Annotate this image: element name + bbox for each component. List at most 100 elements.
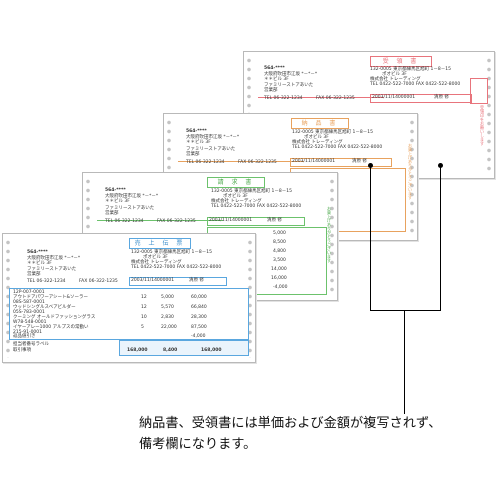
side-amount: 16,000 (271, 276, 287, 281)
sender-tel: TEL 0422-522-7000 FAX 0422-522-8000 (211, 204, 302, 209)
caption-line-1: 納品書、受領書には単価および金額が複写されず、 (139, 416, 442, 431)
side-amount: 5,000 (273, 231, 286, 236)
item-name: イヤーアレー1000 アルプスの常勤い (13, 325, 89, 330)
sender-address: 132-0005 東京都練馬区旭町 1－8－15 (131, 250, 212, 255)
sender-tel: TEL 0422-522-7000 FAX 0422-522-8000 (131, 265, 222, 270)
recipient-fax: FAX 06-322-1235 (238, 160, 277, 165)
recipient-company: ファミリーストアあいた (264, 83, 314, 88)
date-box (370, 94, 472, 103)
recipient-dept: 営業部 (264, 88, 278, 93)
slip-date: 2003/11/14000001 (209, 218, 253, 223)
date-box (290, 158, 392, 167)
sender-building: ポオビル 3F (304, 135, 329, 140)
sender-company: 株式会社 トレーディング (131, 260, 182, 265)
totals-box (119, 340, 249, 356)
recipient-company: ファミリーストアあいた (27, 267, 77, 272)
footer-label: 担当者番号ラベル (13, 342, 49, 347)
receipt-title: 受 領 書 (370, 56, 432, 67)
tax-amount: 8,400 (163, 348, 178, 353)
side-caption: お買上げありがとうございます (327, 206, 331, 263)
item-price: 2,830 (161, 315, 174, 320)
recipient-address: 大阪府吹田市江坂 *－*－* (27, 256, 81, 261)
sales-title: 売 上 伝 票 (129, 238, 191, 249)
recipient-company: ファミリーストアあいた (105, 206, 155, 211)
sender-company: 株式会社 トレーディング (370, 77, 421, 82)
item-name: クーミング オールドファッショングラス (13, 315, 96, 320)
rule (178, 161, 304, 162)
footer-label: 取引事項 (13, 348, 31, 353)
recipient-company: ファミリーストアあいた (186, 147, 236, 152)
sender-building: ポオビル 3F (223, 194, 248, 199)
stamp-box (470, 78, 488, 104)
callout-dot-delivery (368, 163, 373, 168)
callout-line-join (370, 310, 441, 311)
feed-holes-left (5, 238, 11, 358)
callout-line-delivery (370, 165, 371, 310)
item-qty: 12 (141, 295, 147, 300)
item-amount: -4,000 (191, 334, 206, 339)
date-box (207, 217, 305, 226)
invoice-title: 請 求 書 (207, 177, 265, 188)
recipient-address: 大阪府吹田市江坂 *－*－* (186, 135, 240, 140)
recipient-tel: TEL 06-322-1234 (186, 160, 225, 165)
side-caption: 受領印をお願いします (480, 105, 484, 146)
item-code: 215-91-0001 (13, 330, 43, 335)
side-amount: 14,000 (271, 267, 287, 272)
side-amount: 8,500 (273, 240, 286, 245)
item-amount: 60,000 (191, 295, 207, 300)
staff-name: 清原 修 (267, 218, 282, 223)
staff-name: 清原 修 (434, 95, 449, 100)
staff-name: 清原 修 (352, 159, 367, 164)
recipient-zip: 564-**** (105, 188, 126, 193)
item-name: 返品値引き (13, 334, 36, 339)
recipient-fax: FAX 06-322-1235 (316, 96, 355, 101)
recipient-tel: TEL 06-322-1234 (27, 279, 66, 284)
grand-total: 168,000 (201, 348, 222, 353)
items-table (9, 288, 249, 340)
recipient-dept: 営業部 (27, 272, 41, 277)
slip-date: 2003/11/14000001 (131, 278, 175, 283)
recipient-address: 大阪府吹田市江坂 *－*－* (264, 72, 318, 77)
sender-address: 132-0005 東京都練馬区旭町 1－8－15 (370, 67, 451, 72)
feed-holes-right (486, 56, 492, 174)
item-amount: 87,500 (191, 325, 207, 330)
total-amount: 168,000 (127, 348, 148, 353)
sender-building: ポオビル 3F (382, 72, 407, 77)
recipient-dept: 営業部 (105, 211, 119, 216)
caption-line-2: 備考欄になります。 (139, 437, 257, 452)
recipient-address: 大阪府吹田市江坂 *－*－* (105, 194, 159, 199)
item-name: ウッドシングルスベアビルダー (13, 305, 76, 310)
item-price: 22,000 (161, 325, 177, 330)
sender-address: 132-0005 東京都練馬区旭町 1－8－15 (292, 130, 373, 135)
item-qty: 10 (141, 315, 147, 320)
item-code: 08S-587-0001 (13, 300, 45, 305)
staff-name: 清原 修 (189, 278, 204, 283)
sender-building: ポオビル 3F (143, 255, 168, 260)
item-price: 5,570 (161, 305, 174, 310)
slip-date: 2003/11/14000001 (372, 95, 416, 100)
feed-holes-right (247, 238, 253, 358)
sender-company: 株式会社 トレーディング (211, 199, 262, 204)
side-caption: お買上げありがとうございます (408, 143, 412, 200)
rule (97, 220, 223, 221)
sender-tel: TEL 0422-522-7000 FAX 0422-522-8000 (370, 82, 461, 87)
item-qty: 12 (141, 305, 147, 310)
date-box (129, 277, 227, 286)
recipient-building: ＊＊ビル 3F (27, 261, 52, 266)
callout-line-receipt (440, 165, 441, 310)
recipient-fax: FAX 06-322-1235 (79, 279, 118, 284)
recipient-dept: 営業部 (186, 152, 200, 157)
recipient-building: ＊＊ビル 3F (186, 140, 211, 145)
recipient-tel: TEL 06-322-1234 (264, 96, 303, 101)
side-amount: -4,000 (273, 285, 288, 290)
side-amount: 4,800 (273, 249, 286, 254)
sender-company: 株式会社 トレーディング (292, 140, 343, 145)
rule (258, 97, 384, 98)
callout-dot-receipt (438, 163, 443, 168)
recipient-zip: 564-**** (264, 66, 285, 71)
item-price: 5,000 (161, 295, 174, 300)
recipient-zip: 564-**** (27, 250, 48, 255)
item-name: アウトドアパワーアシート&ソーラー (13, 295, 89, 300)
delivery-title: 納 品 書 (291, 118, 349, 129)
feed-holes-right (329, 177, 335, 296)
